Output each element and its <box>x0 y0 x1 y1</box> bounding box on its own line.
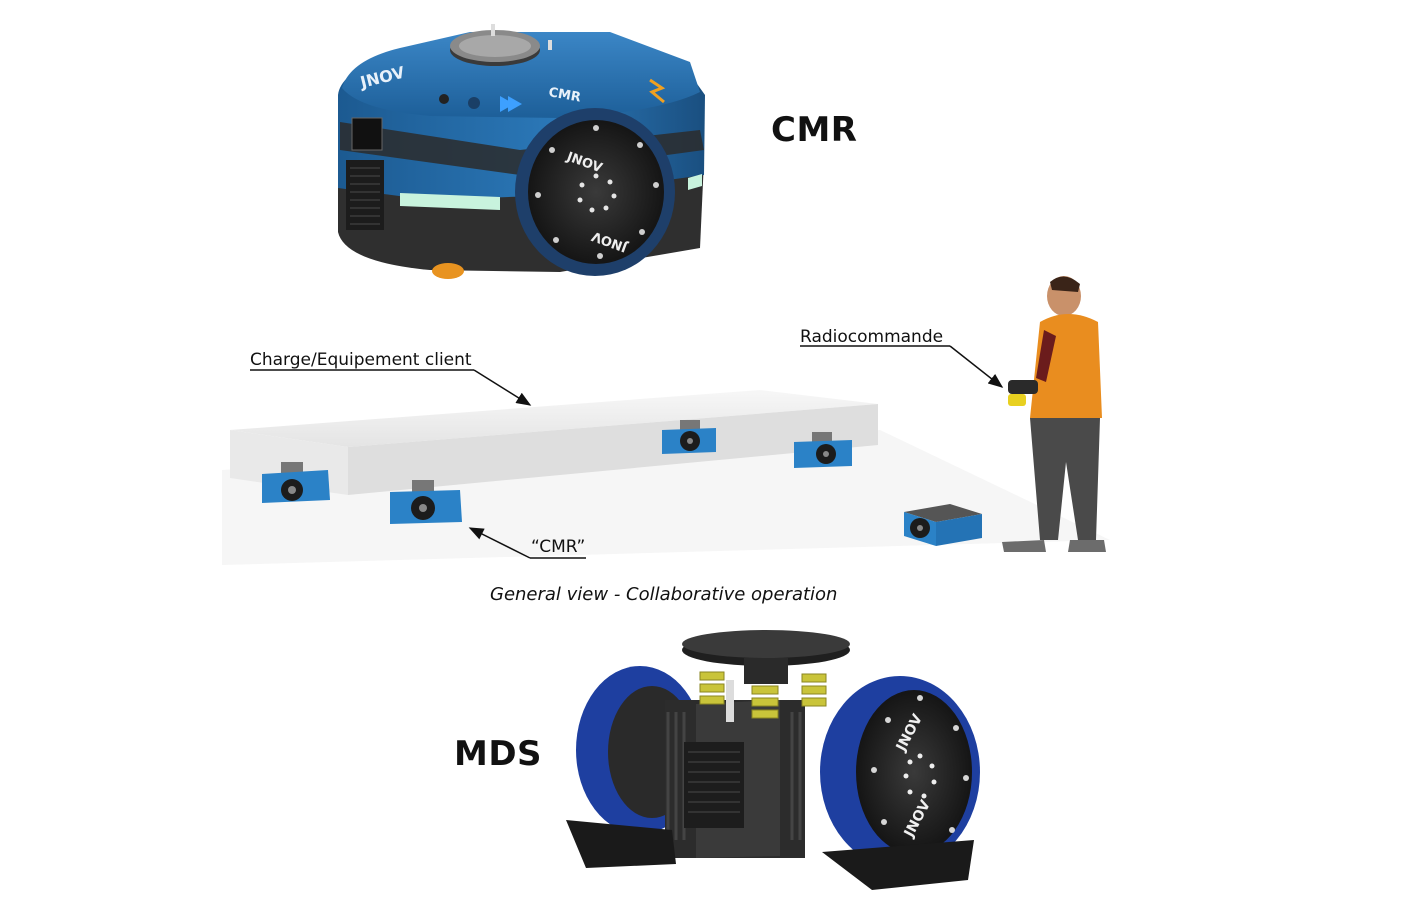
figure-caption: General view - Collaborative operation <box>490 584 838 605</box>
cmr-robot-illustration: JNOV CMR JNOV JNOV <box>338 24 705 279</box>
cmr-model-badge: CMR <box>547 85 582 105</box>
mini-cmr-robot <box>794 432 852 468</box>
operator-figure <box>1002 276 1106 552</box>
mds-title: MDS <box>454 734 543 774</box>
remote-control-callout-label: Radiocommande <box>800 327 944 347</box>
cmr-title: CMR <box>771 110 858 150</box>
mini-cmr-robot <box>904 504 982 546</box>
mini-cmr-robot <box>390 480 462 524</box>
mini-cmr-robot <box>662 420 716 454</box>
callout-lines <box>250 345 1004 559</box>
collaborative-scene <box>222 276 1110 565</box>
cmr-callout-label: “CMR” <box>531 537 586 557</box>
mini-cmr-robot <box>262 462 330 503</box>
load-callout-label: Charge/Equipement client <box>250 350 472 370</box>
mds-module-illustration: JNOV JNOV <box>566 630 980 890</box>
